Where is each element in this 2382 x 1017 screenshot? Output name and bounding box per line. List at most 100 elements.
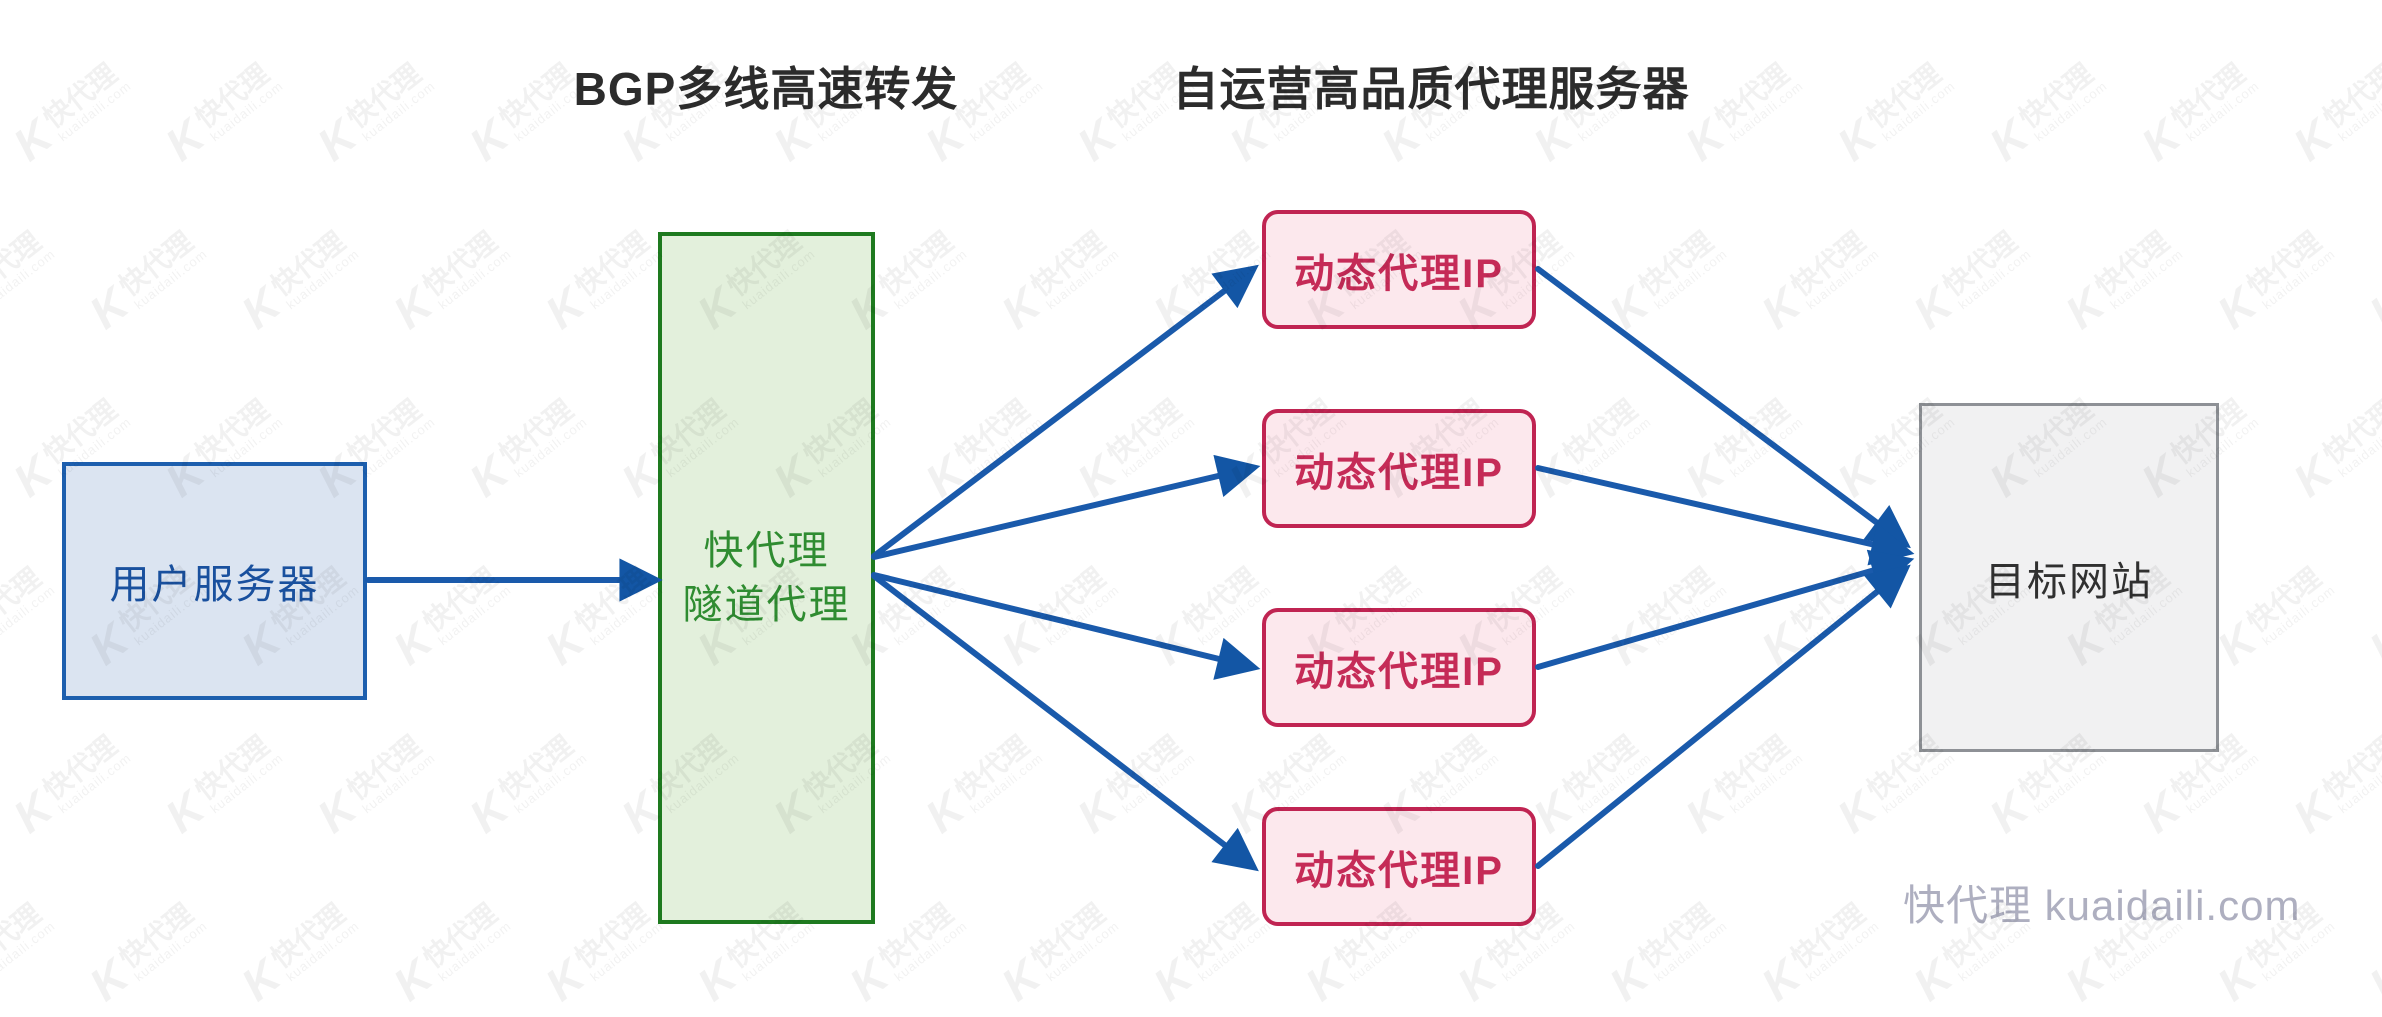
watermark-k-logo-icon: K xyxy=(839,949,898,1011)
arrow-tunnel-to-proxy-4 xyxy=(871,573,1259,872)
watermark-brand: 快代理 xyxy=(341,57,427,134)
watermark-k-logo-icon: K xyxy=(2283,781,2342,843)
watermark-k-logo-icon: K xyxy=(1903,277,1962,339)
watermark-k-logo-icon: K xyxy=(79,949,138,1011)
dynamic-proxy-node-4: 动态代理IP xyxy=(1262,807,1536,926)
watermark-domain: kuaidaili.com xyxy=(587,918,667,985)
watermark-brand: 快代理 xyxy=(189,393,275,470)
watermark-domain: kuaidaili.com xyxy=(207,78,287,145)
watermark-brand: 快代理 xyxy=(2089,225,2175,302)
watermark-domain: kuaidaili.com xyxy=(967,750,1047,817)
watermark-k-logo-icon: K xyxy=(915,781,974,843)
watermark-k-logo-icon: K xyxy=(1979,109,2038,171)
watermark-brand: 快代理 xyxy=(1177,561,1263,638)
watermark-domain: kuaidaili.com xyxy=(2031,78,2111,145)
dynamic-proxy-node-3: 动态代理IP xyxy=(1262,608,1536,727)
watermark-k-logo-icon: K xyxy=(991,277,1050,339)
dynamic-proxy-label: 动态代理IP xyxy=(1294,450,1504,495)
watermark-brand: 快代理 xyxy=(949,393,1035,470)
title-proxy-servers: 自运营高品质代理服务器 xyxy=(1172,63,1690,115)
watermark-brand: 快代理 xyxy=(949,729,1035,806)
arrow-tunnel-to-proxy-1 xyxy=(871,264,1259,559)
watermark-brand: 快代理 xyxy=(1633,897,1719,974)
watermark-k-logo-icon: K xyxy=(1143,949,1202,1011)
dynamic-proxy-node-1: 动态代理IP xyxy=(1262,210,1536,329)
watermark-k-logo-icon: K xyxy=(535,613,594,675)
watermark-domain: kuaidaili.com xyxy=(131,918,211,985)
watermark-k-logo-icon: K xyxy=(1827,109,1886,171)
watermark-k-logo-icon: K xyxy=(2359,277,2382,339)
watermark-brand: 快代理 xyxy=(1785,225,1871,302)
watermark-brand: 快代理 xyxy=(1405,729,1491,806)
watermark-brand: 快代理 xyxy=(949,57,1035,134)
watermark-domain: kuaidaili.com xyxy=(1119,414,1199,481)
watermark-domain: kuaidaili.com xyxy=(435,246,515,313)
watermark-domain: kuaidaili.com xyxy=(1195,918,1275,985)
watermark-k-logo-icon: K xyxy=(2283,109,2342,171)
watermark-k-logo-icon: K xyxy=(1067,445,1126,507)
watermark-k-logo-icon: K xyxy=(2359,949,2382,1011)
watermark-k-logo-icon: K xyxy=(459,109,518,171)
watermark-brand: 快代理 xyxy=(1177,897,1263,974)
watermark-domain: kuaidaili.com xyxy=(1119,750,1199,817)
watermark-k-logo-icon: K xyxy=(1751,949,1810,1011)
user-server-node: 用户服务器 xyxy=(62,462,367,700)
watermark-k-logo-icon: K xyxy=(1599,277,1658,339)
watermark-brand: 快代理 xyxy=(37,729,123,806)
watermark-brand: 快代理 xyxy=(1937,225,2023,302)
arrow-tunnel-to-proxy-3 xyxy=(871,572,1261,680)
watermark-k-logo-icon: K xyxy=(2207,949,2266,1011)
watermark-brand: 快代理 xyxy=(873,561,959,638)
watermark-domain: kuaidaili.com xyxy=(1651,918,1731,985)
watermark-domain: kuaidaili.com xyxy=(1575,414,1655,481)
watermark-domain: kuaidaili.com xyxy=(2259,582,2339,649)
watermark-brand: 快代理 xyxy=(0,225,47,302)
watermark-k-logo-icon: K xyxy=(1675,781,1734,843)
watermark-k-logo-icon: K xyxy=(459,445,518,507)
watermark-k-logo-icon: K xyxy=(535,949,594,1011)
watermark-domain: kuaidaili.com xyxy=(359,750,439,817)
watermark-brand: 快代理 xyxy=(341,393,427,470)
watermark-domain: kuaidaili.com xyxy=(2259,246,2339,313)
watermark-k-logo-icon: K xyxy=(1371,109,1430,171)
watermark-k-logo-icon: K xyxy=(1523,109,1582,171)
watermark-domain: kuaidaili.com xyxy=(967,78,1047,145)
watermark-brand: 快代理 xyxy=(189,729,275,806)
watermark-brand: 快代理 xyxy=(341,729,427,806)
watermark-domain: kuaidaili.com xyxy=(1955,246,2035,313)
watermark-domain: kuaidaili.com xyxy=(131,246,211,313)
watermark-brand: 快代理 xyxy=(1633,225,1719,302)
watermark-k-logo-icon: K xyxy=(763,109,822,171)
dynamic-proxy-label: 动态代理IP xyxy=(1294,649,1504,694)
watermark-brand: 快代理 xyxy=(417,561,503,638)
watermark-brand: 快代理 xyxy=(569,897,655,974)
watermark-domain: kuaidaili.com xyxy=(2031,750,2111,817)
watermark-brand: 快代理 xyxy=(0,561,47,638)
watermark-domain: kuaidaili.com xyxy=(1043,582,1123,649)
watermark-domain: kuaidaili.com xyxy=(0,246,59,313)
watermark-k-logo-icon: K xyxy=(79,277,138,339)
watermark-k-logo-icon: K xyxy=(383,949,442,1011)
watermark-k-logo-icon: K xyxy=(307,109,366,171)
watermark-brand: 快代理 xyxy=(417,897,503,974)
dynamic-proxy-node-2: 动态代理IP xyxy=(1262,409,1536,528)
watermark-domain: kuaidaili.com xyxy=(967,414,1047,481)
watermark-domain: kuaidaili.com xyxy=(587,582,667,649)
